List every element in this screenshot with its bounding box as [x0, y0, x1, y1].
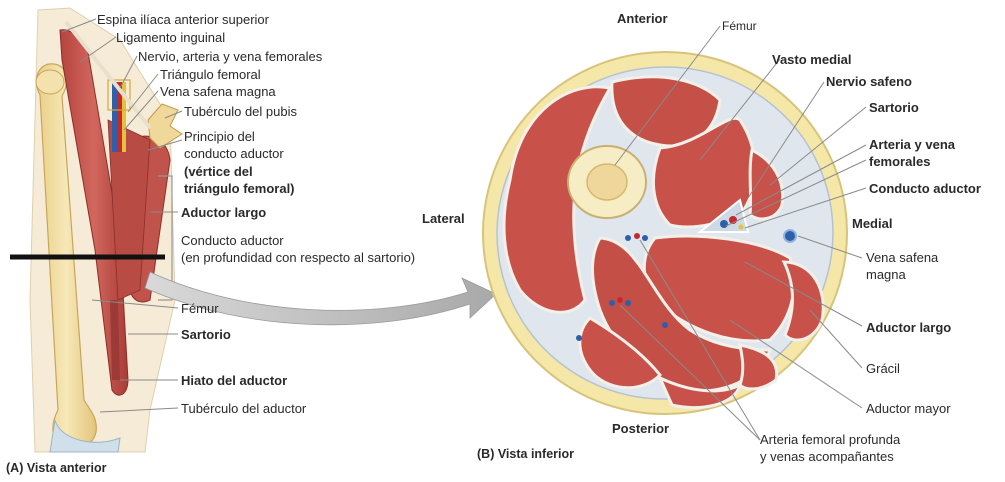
label-femoral-profunda-1: Arteria femoral profunda — [760, 432, 900, 447]
label-lateral: Lateral — [422, 211, 465, 226]
label-vertice-1: (vértice del — [184, 164, 253, 179]
label-sartorio-a: Sartorio — [181, 327, 231, 342]
label-triangulo-femoral: Triángulo femoral — [160, 67, 261, 82]
section-arrow — [145, 272, 496, 325]
label-vena-safena-1: Vena safena — [866, 250, 938, 265]
label-tuberculo-aductor: Tubérculo del aductor — [181, 401, 306, 416]
label-principio-2: conducto aductor — [184, 146, 284, 161]
label-femur-a: Fémur — [181, 301, 219, 316]
label-conducto-aductor-1: Conducto aductor — [181, 233, 284, 248]
label-espina-iliaca: Espina ilíaca anterior superior — [97, 12, 269, 27]
label-gracil: Grácil — [866, 361, 900, 376]
label-hiato-aductor: Hiato del aductor — [181, 373, 287, 388]
label-nervio-arteria-vena: Nervio, arteria y vena femorales — [138, 49, 322, 64]
label-sartorio-b: Sartorio — [869, 100, 919, 115]
label-conducto-aductor-2: (en profundidad con respecto al sartorio… — [181, 250, 415, 265]
great-saphenous-vein — [784, 230, 796, 242]
thigh-cross-section — [460, 28, 871, 437]
label-vasto-medial: Vasto medial — [772, 52, 851, 67]
label-arteria-vena-2: femorales — [869, 154, 930, 169]
label-principio-1: Principio del — [184, 129, 255, 144]
label-ligamento-inguinal: Ligamento inguinal — [116, 30, 225, 45]
label-conducto-aductor-b: Conducto aductor — [869, 181, 981, 196]
label-nervio-safeno: Nervio safeno — [826, 74, 912, 89]
label-femur-b: Fémur — [722, 19, 757, 34]
label-vertice-2: triángulo femoral) — [184, 181, 295, 196]
label-anterior: Anterior — [617, 11, 668, 26]
label-posterior: Posterior — [612, 421, 669, 436]
label-tuberculo-pubis: Tubérculo del pubis — [184, 104, 297, 119]
label-medial: Medial — [852, 216, 892, 231]
label-vena-safena-magna-a: Vena safena magna — [160, 84, 276, 99]
label-aductor-mayor: Aductor mayor — [866, 401, 951, 416]
label-vena-safena-2: magna — [866, 267, 906, 282]
caption-vista-anterior: (A) Vista anterior — [6, 461, 107, 476]
label-arteria-vena-1: Arteria y vena — [869, 137, 955, 152]
label-aductor-largo-b: Aductor largo — [866, 320, 951, 335]
thigh-anterior-illustration — [10, 8, 182, 452]
caption-vista-inferior: (B) Vista inferior — [477, 447, 574, 462]
label-femoral-profunda-2: y venas acompañantes — [760, 449, 894, 464]
label-aductor-largo-a: Aductor largo — [181, 205, 266, 220]
